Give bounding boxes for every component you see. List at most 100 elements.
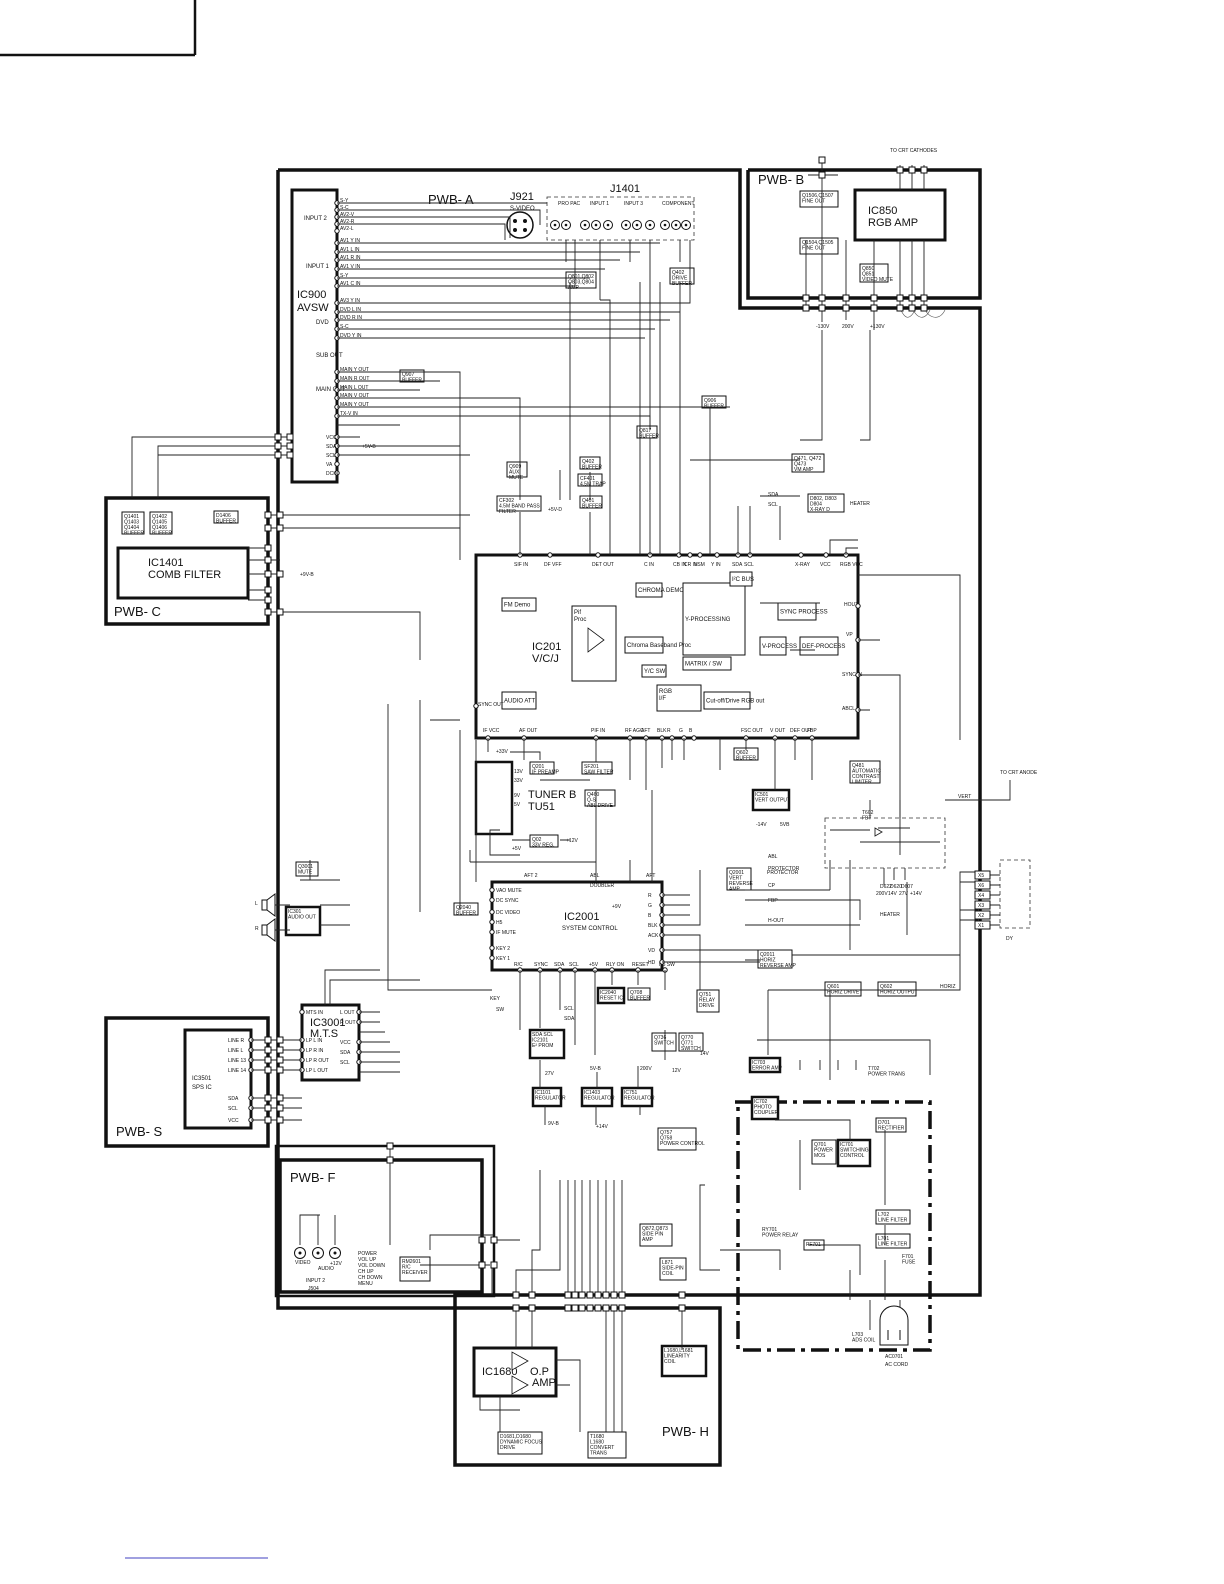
q402-label: DRIVE [672,276,688,282]
ic201-inner-label: RGB [659,689,672,695]
ic3001-pin-label: SCL [340,1060,350,1066]
ic201-top-pin [687,552,693,558]
rca-jack-center [564,223,568,227]
ic201-function: V/C/J [532,653,559,665]
ic900-group-input2: INPUT 2 [304,216,328,222]
ic2101-label: E² PROM [532,1043,553,1049]
q401-block [579,495,603,509]
ic201-bottom-label: RF AGC [625,728,644,734]
ic2001-block: IC2001 SYSTEM CONTROL [490,880,664,972]
ic900-group-main: MAIN OUT [316,387,346,393]
signal-label: SCL [564,1006,574,1012]
q2011-block [757,949,793,969]
ic900-pin-label: S-C [340,205,349,211]
sf201-block [581,761,613,775]
rca-jack-center [553,223,557,227]
front-jack-center [333,1251,337,1255]
d1406-label: BUFFER [216,519,236,525]
ic2001-right-label: R [648,893,652,899]
ic703-label: ERROR AMP [752,1066,783,1072]
ic2001-left-label: DC SYNC [496,898,519,904]
ic3001-pin-label: L OUT [340,1010,355,1016]
q1401-block [121,511,145,535]
ic201-inner-label: Y/C SW [644,669,666,675]
q460-label: Q-S [587,798,597,804]
ic2040-block [596,986,626,1005]
d1681-block [497,1431,543,1455]
board-connector-pin [842,294,850,302]
d1681-label: DRIVE [500,1445,516,1451]
rm2601-label: RECEIVER [402,1270,428,1276]
ic900-right-label: VA [326,462,333,468]
board-connector-pin [276,570,284,578]
ic900-pin-label: AV2-R [340,219,355,225]
ic2040-label: RESET IC [600,996,623,1002]
board-connector-pin [264,1094,272,1102]
ic1401-name: IC1401 [148,557,183,569]
q601-label: HORIZ DRIVE [827,990,860,996]
q701-label: POWER [814,1148,833,1154]
ic201-inner-label: I²C BUS [732,577,754,583]
t702-label: T702 [868,1066,880,1072]
board-connector-pin [264,1104,272,1112]
ic900-pin-label: AV1 Y IN [340,238,360,244]
ic2001-right-label: B [648,913,652,919]
voltage-label: -14V [756,822,767,828]
voltage-label: +5V-B [362,444,376,450]
board-connector-pin [264,544,272,552]
ic201-inner-block [641,664,667,678]
ic1403-label: REGULATOR [584,1096,615,1102]
q481-label: CONTRAST [852,774,880,780]
board-connector-pin [870,304,878,312]
q708-label: Q708 [630,990,642,996]
ic2001-left-label: IF MUTE [496,930,517,936]
d802-block [807,493,845,513]
fbt-output-label: 27V [899,891,909,897]
board-connector-pin [610,1304,618,1312]
sf201-label: SAW FILTER [584,770,614,776]
q402b-label: Q402 [582,459,594,465]
q1506-block [799,190,839,208]
voltage-label: +5V-D [548,507,562,513]
power-section-outline [735,1100,932,1352]
board-connector-pin [276,1116,284,1124]
front-jack-center [298,1251,302,1255]
ic201-inner-label: I/F [659,696,666,702]
ic900-right-label: SCL [326,453,336,459]
q2011-label: HORIZ [760,958,776,964]
j921-connector: J921 S-VIDEO [506,191,535,239]
ic201-top-label: VSM [694,562,705,568]
ic3001-block: IC3001 M.T.S [300,1003,361,1082]
ic201-top-label: C IN [644,562,654,568]
q907-label: Q907 [402,372,414,378]
fbt-diode-label: D607 [901,884,913,890]
q872-label: AMP [642,1237,654,1243]
board-connector-pin [276,511,284,519]
board-connector-pin [578,1304,586,1312]
q602-label: BUFFER [736,756,756,762]
pwb-s-outline [104,1016,270,1148]
ic201-inner-block [703,691,751,710]
ic3501-pin-label: VCC [228,1118,239,1124]
ic900-pin-label: DVD R IN [340,315,362,321]
ic2001-left-label: KEY 1 [496,956,510,962]
q817-block [636,425,658,439]
board-connector-pin [264,1036,272,1044]
board-connector-pin [618,1304,626,1312]
q1401-label: Q1403 [124,520,139,526]
voltage-label: +14V [596,1124,608,1130]
ic850-function: RGB AMP [868,217,918,229]
ic501-label: IC501 [755,792,769,798]
ic900-pin-label: TX-V IN [340,411,358,417]
voltage-label: 9V-B [548,1121,560,1127]
q402b-label: BUFFER [582,465,602,471]
ic3501-block: IC3501 SPS IC [183,1028,253,1130]
ic201-top-pin [697,552,703,558]
pwb-a-outline [276,168,982,1310]
crt-anode-label: TO CRT ANODE [1000,770,1038,776]
speaker-right-label: R [255,926,259,932]
voltage-label: 33V [514,778,524,784]
board-connector-pin [264,1046,272,1054]
